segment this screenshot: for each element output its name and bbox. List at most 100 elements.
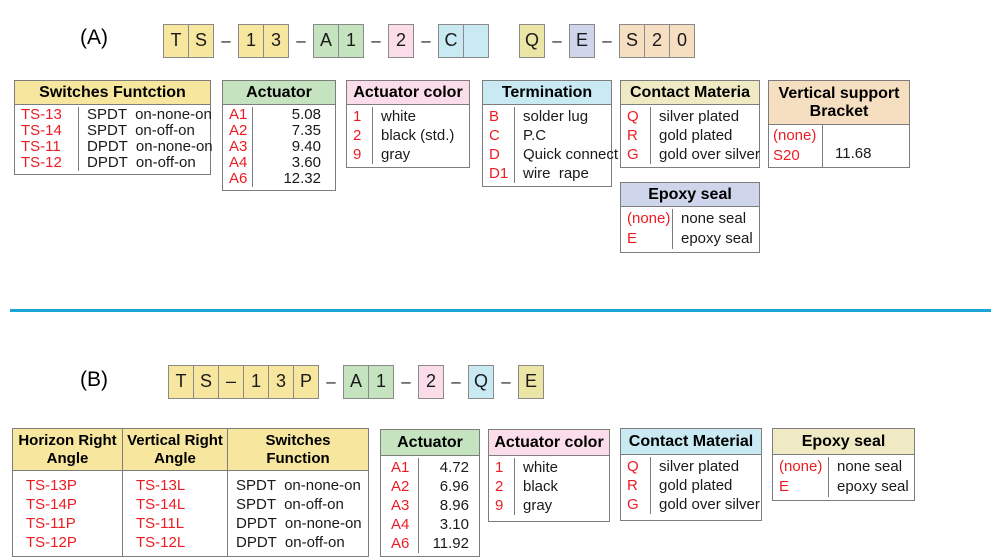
code-cell: TS-13L [136, 477, 186, 494]
dash-separator: – [552, 30, 562, 50]
table-row: G gold over silver [621, 495, 761, 514]
table-row: R gold plated [621, 126, 759, 145]
model-code-boxes: T S – 1 3 P [168, 364, 319, 399]
part-code-box: 1 [368, 364, 394, 399]
epoxy-code-box: E [569, 23, 595, 58]
code-cell: 2 [347, 126, 373, 145]
switches-function-table-a: Switches Funtction TS-13 SPDT on-none-on… [14, 80, 213, 175]
part-code-box: T [163, 23, 189, 58]
vertical-right-angle-column: Vertical Right Angle TS-13L TS-14L TS-11… [123, 429, 228, 556]
code-cell: TS-13 [15, 107, 79, 123]
desc-cell: DPDT on-off-on [236, 534, 345, 551]
contact-material-table-a: Contact Materia Q silver plated R gold p… [620, 80, 760, 168]
code-cell: E [621, 229, 673, 249]
part-code-box: 2 [388, 23, 414, 58]
table-row: TS-11 DPDT on-none-on [15, 138, 213, 155]
desc-cell: DPDT on-none-on [236, 515, 362, 532]
code-cell: TS-13P [26, 477, 77, 494]
horizon-right-angle-column: Horizon Right Angle TS-13P TS-14P TS-11P… [13, 429, 123, 556]
table-title: Contact Materia [621, 81, 759, 105]
desc-cell: white [381, 108, 417, 125]
code-cell: A1 [223, 107, 253, 123]
section-b-label: (B) [80, 368, 108, 391]
code-cell: E [773, 477, 829, 497]
value-cell: 3.10 [439, 516, 469, 533]
table-row: A4 3.10 [381, 515, 479, 534]
table-row: TS-13 SPDT on-none-on [15, 107, 212, 123]
desc-cell: wire rape [523, 165, 589, 182]
contact-code-box: Q [519, 23, 545, 58]
table-row: TS-12 DPDT on-off-on [15, 155, 210, 171]
code-cell: 1 [347, 107, 373, 126]
table-row: A4 3.60 [223, 155, 335, 171]
table-row: (none) none seal [621, 209, 759, 229]
code-cell: Q [621, 107, 651, 126]
epoxy-seal-table-a: Epoxy seal (none) none seal E epoxy seal [620, 182, 760, 253]
code-cell: A6 [381, 534, 419, 553]
code-cell: D1 [483, 164, 515, 183]
part-code-box: 0 [669, 23, 695, 58]
desc-cell: epoxy seal [681, 230, 753, 247]
table-title: Vertical support Bracket [769, 81, 909, 125]
part-code-box: Q [519, 23, 545, 58]
part-code-box: P [293, 364, 319, 399]
desc-cell: gold over silver [659, 496, 760, 513]
dash-separator: – [221, 30, 231, 50]
section-a-label: (A) [80, 26, 108, 49]
part-code-box: 1 [338, 23, 364, 58]
color-code-box: 2 [388, 23, 414, 58]
table-row: E epoxy seal [621, 229, 759, 249]
table-title: Actuator [223, 81, 335, 105]
table-title: Switches Funtction [15, 81, 210, 105]
desc-cell: silver plated [659, 108, 740, 125]
dash-separator: – [451, 371, 461, 391]
termination-code-boxes: C [438, 23, 489, 58]
table-title: Epoxy seal [621, 183, 759, 207]
code-cell: A4 [223, 155, 253, 171]
bracket-none-code: (none) [773, 127, 817, 144]
code-cell: 1 [489, 458, 515, 477]
code-cell: R [621, 126, 651, 145]
part-code-box: S [193, 364, 219, 399]
code-cell: TS-11P [26, 515, 76, 532]
desc-cell: gold plated [659, 127, 733, 144]
part-code-box: 3 [263, 23, 289, 58]
code-cell: TS-12P [26, 534, 77, 551]
dash-separator: – [401, 371, 411, 391]
value-cell: 11.92 [432, 535, 469, 552]
table-row: D Quick connect [483, 145, 618, 164]
actuator-color-table-b: Actuator color 1 white 2 black 9 gray [488, 429, 610, 522]
code-cell: G [621, 145, 651, 164]
column-header: Horizon Right Angle [13, 429, 122, 471]
part-code-box: – [218, 364, 244, 399]
desc-cell: DPDT on-none-on [87, 138, 213, 155]
desc-cell: gold plated [659, 477, 733, 494]
table-title: Epoxy seal [773, 429, 914, 455]
section-divider [10, 309, 991, 312]
bracket-code-boxes: S 2 0 [619, 23, 695, 58]
function-code-boxes: 1 3 [238, 23, 289, 58]
code-cell: A4 [381, 515, 419, 534]
value-cell: 8.96 [439, 497, 469, 514]
table-title: Actuator color [347, 81, 469, 105]
code-cell: R [621, 476, 651, 495]
table-body: (none) S20 11.68 [769, 125, 909, 167]
code-cell: TS-11 [15, 139, 79, 155]
desc-cell: none seal [681, 210, 747, 227]
desc-cell: DPDT on-off-on [87, 154, 196, 171]
code-cell: C [483, 126, 515, 145]
code-cell: (none) [773, 457, 829, 477]
table-row: A1 4.72 [381, 458, 479, 477]
table-row: TS-14 SPDT on-off-on [15, 123, 210, 139]
desc-cell: epoxy seal [837, 478, 909, 495]
value-cell: 3.60 [291, 154, 321, 171]
table-row: (none) none seal [773, 457, 914, 477]
table-row: A1 5.08 [223, 107, 335, 123]
table-title: Contact Material [621, 429, 761, 455]
part-code-box: A [343, 364, 369, 399]
column-header: Switches Function [228, 429, 368, 471]
dash-separator: – [371, 30, 381, 50]
code-cell: (none) S20 [769, 125, 823, 167]
part-code-box: C [438, 23, 464, 58]
code-cell: TS-11L [136, 515, 185, 532]
